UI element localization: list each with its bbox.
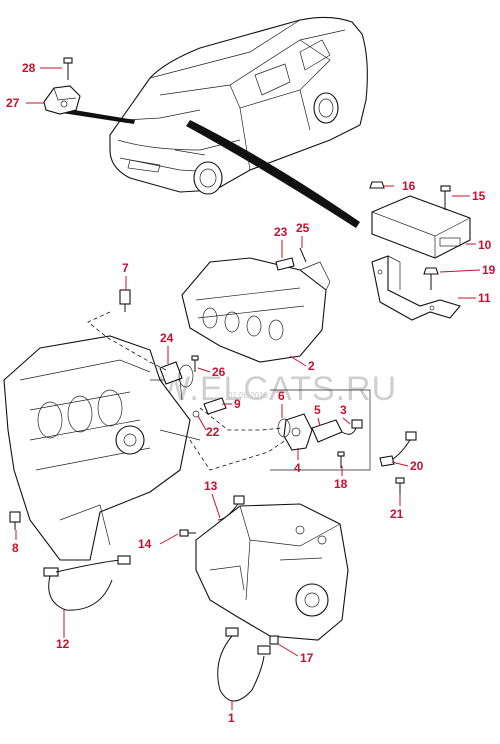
vehicle-illustration <box>109 16 368 195</box>
part-23-25-fittings <box>275 247 307 271</box>
part-9-sensor <box>203 397 227 415</box>
callout-22: 22 <box>206 425 220 439</box>
part-22-washer <box>192 410 200 418</box>
callout-18: 18 <box>334 477 348 491</box>
part-24-sensor <box>159 361 194 388</box>
part-26-bolt <box>191 355 199 372</box>
part-8-sensor <box>9 511 21 530</box>
callout-19: 19 <box>482 263 496 277</box>
dashed-routing-3 <box>189 439 287 471</box>
callout-12: 12 <box>56 637 70 651</box>
engine-block <box>3 335 201 561</box>
callout-11: 11 <box>478 291 491 305</box>
callout-13: 13 <box>204 479 218 493</box>
part-18-bolt <box>337 451 345 468</box>
part-2-intake-manifold <box>181 257 331 363</box>
callout-5: 5 <box>314 403 321 417</box>
callout-16: 16 <box>402 179 416 193</box>
pointer-arrow-ecu <box>186 120 360 228</box>
callout-1: 1 <box>228 711 235 725</box>
callout-20: 20 <box>410 459 424 473</box>
callout-28: 28 <box>22 61 36 75</box>
part-17-fitting <box>269 635 279 645</box>
callout-2: 2 <box>308 359 315 373</box>
part-3-connector <box>341 419 363 435</box>
part-10-ecu <box>371 195 471 259</box>
sensor-assembly-box <box>270 389 371 471</box>
part-1-speed-sensor <box>217 627 271 702</box>
callout-10: 10 <box>478 238 492 252</box>
pointer-arrow-27 <box>62 108 135 124</box>
dashed-routing-2 <box>199 407 283 431</box>
part-5-sensor-body <box>311 419 343 443</box>
leader-lines <box>15 67 481 710</box>
callout-4: 4 <box>294 461 301 475</box>
watermark-date: 01.06.2013 <box>228 391 269 400</box>
transmission-housing <box>195 503 349 641</box>
callout-8: 8 <box>12 541 19 555</box>
callout-6: 6 <box>278 389 285 403</box>
callout-14: 14 <box>138 537 152 551</box>
part-7-sensor <box>119 289 131 312</box>
callout-17: 17 <box>300 651 314 665</box>
part-15-bolt <box>440 185 451 210</box>
callout-3: 3 <box>340 403 347 417</box>
callout-26: 26 <box>212 365 226 379</box>
dashed-routing <box>87 311 167 371</box>
part-21-bolt <box>395 477 405 494</box>
callout-23: 23 <box>274 225 288 239</box>
callout-24: 24 <box>160 331 174 345</box>
part-27-sensor <box>43 85 81 115</box>
part-4-sensor-housing <box>283 413 313 451</box>
part-14-bolt <box>179 529 196 537</box>
part-28-bolt <box>63 57 73 80</box>
callout-25: 25 <box>296 221 310 235</box>
part-11-bracket <box>371 255 461 321</box>
part-20-connector <box>379 431 417 467</box>
callout-15: 15 <box>472 189 486 203</box>
part-12-oxygen-sensor <box>43 555 131 611</box>
callout-27: 27 <box>6 96 20 110</box>
callout-7: 7 <box>122 261 129 275</box>
callout-9: 9 <box>234 397 241 411</box>
callout-21: 21 <box>390 507 404 521</box>
part-19-nut <box>423 267 439 290</box>
part-16-nut <box>369 181 385 189</box>
